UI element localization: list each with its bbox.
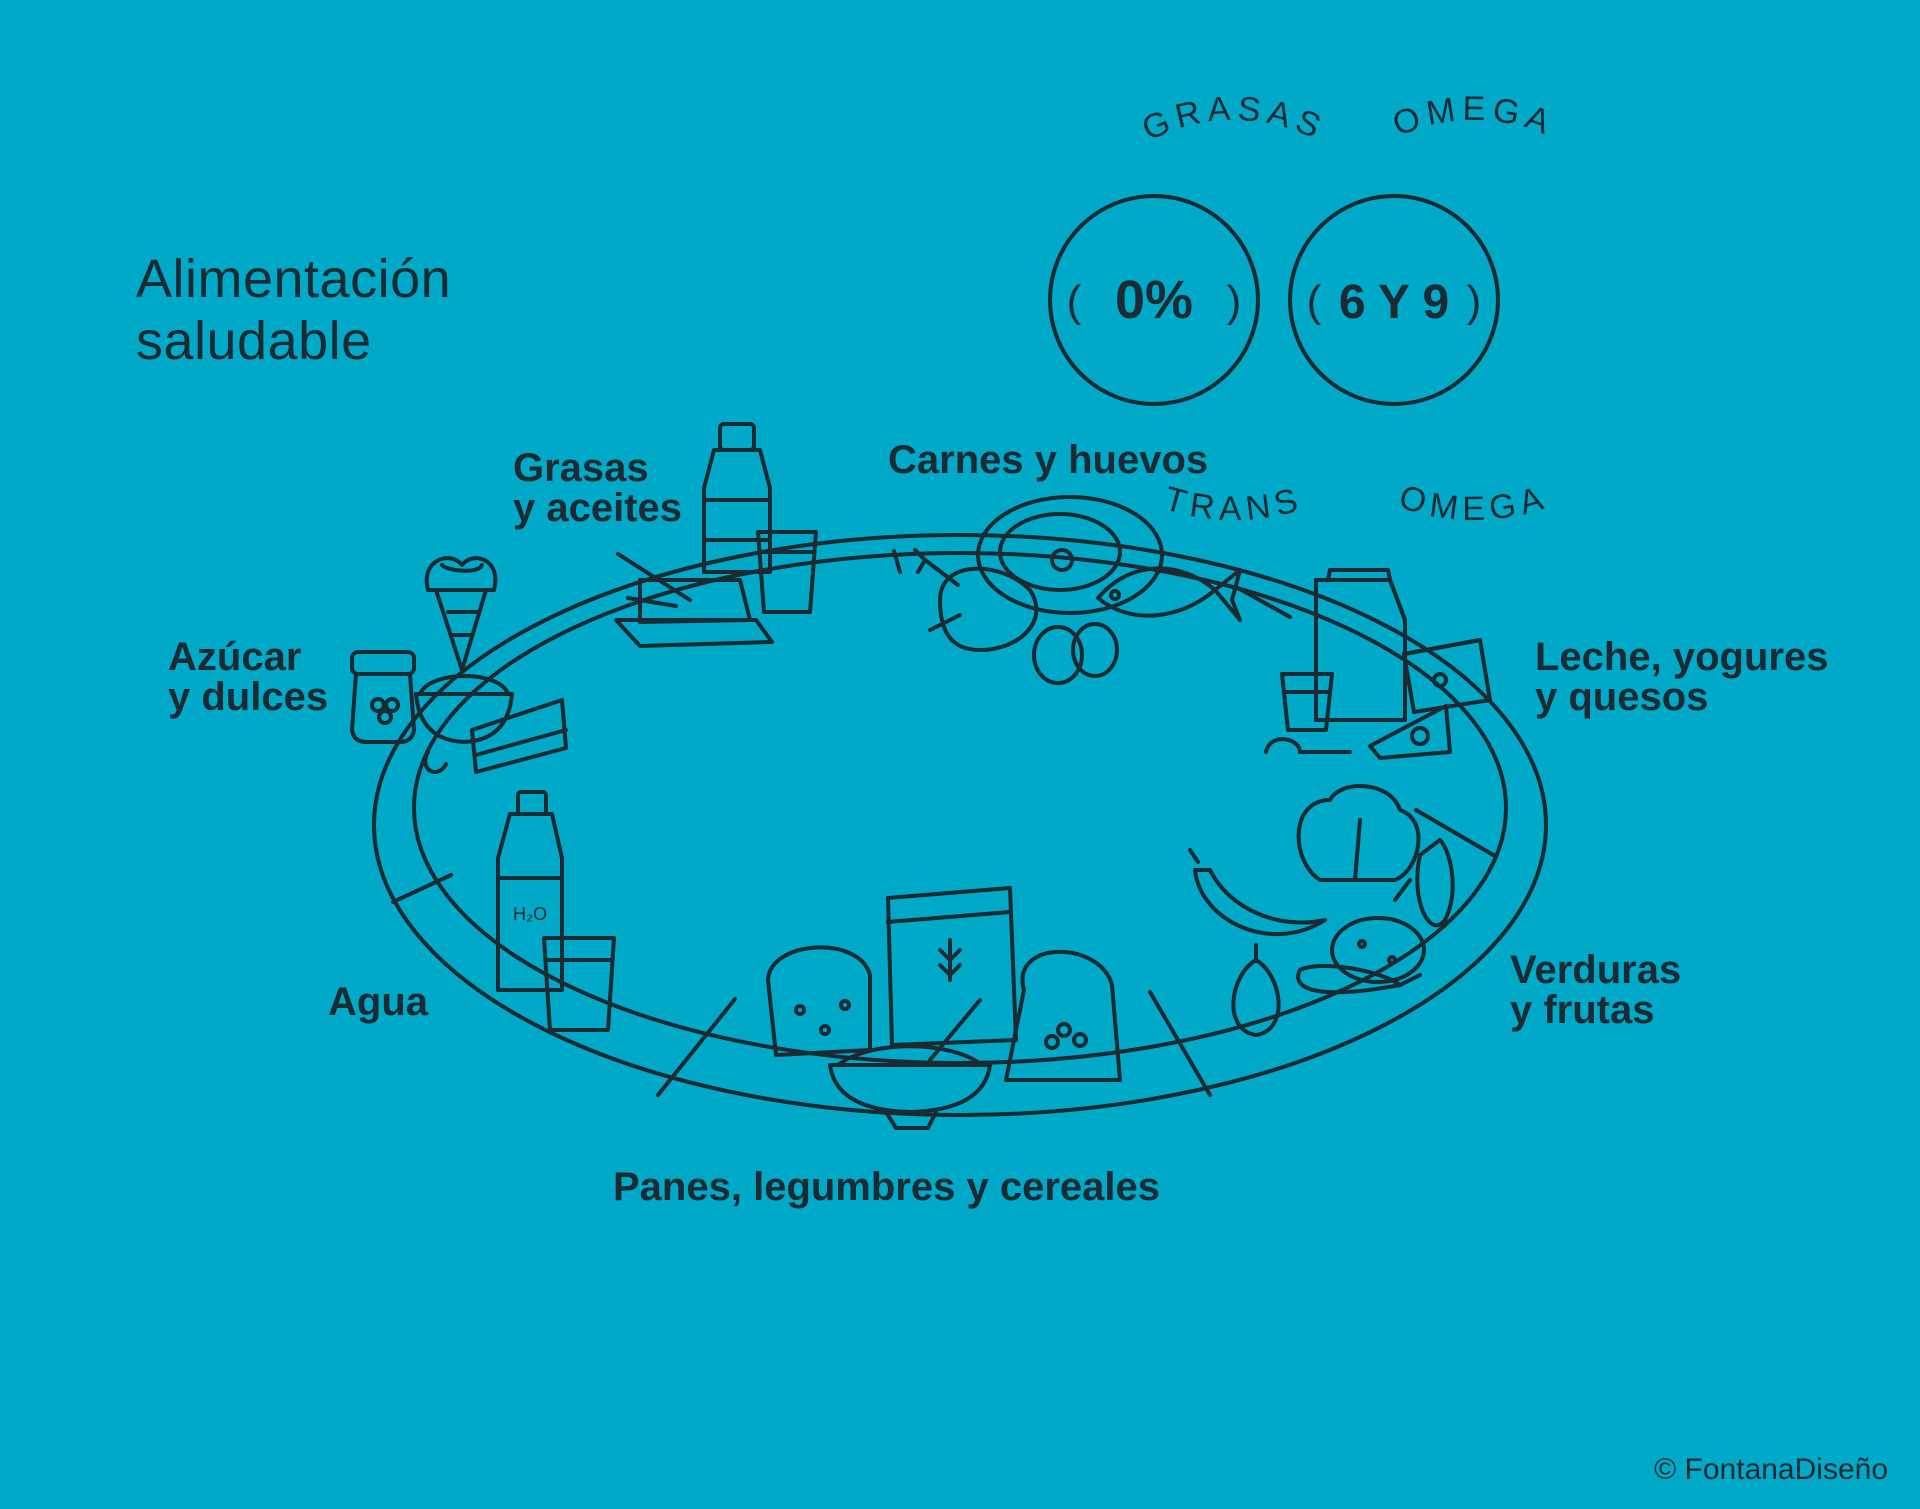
- credit-text: © FontanaDiseño: [1654, 1453, 1888, 1486]
- eggs-icon: [1032, 622, 1119, 685]
- label-verduras-y-frutas: Verduras y frutas: [1510, 948, 1682, 1032]
- jar-icon: [350, 650, 416, 744]
- badge-omega: [1288, 194, 1500, 406]
- title-line-2: saludable: [136, 311, 372, 371]
- cake-slice-icon: [470, 698, 568, 774]
- spoon-icon: [423, 750, 448, 774]
- ham-icon: [976, 495, 1164, 615]
- badge-grasas-right-paren: ): [1227, 277, 1242, 326]
- label-panes-legumbres-cereales: Panes, legumbres y cereales: [613, 1165, 1160, 1209]
- badge-grasas-center: 0%: [1115, 270, 1193, 330]
- chicken-icon: [913, 548, 1039, 652]
- cheese-wedge-icon: [1368, 704, 1452, 760]
- glass-icon: [756, 530, 818, 614]
- badge-omega-left-paren: (: [1307, 277, 1322, 326]
- label-leche-yogures-quesos: Leche, yogures y quesos: [1535, 635, 1829, 719]
- label-azucar-y-dulces: Azúcar y dulces: [168, 635, 329, 719]
- badge-grasas-trans: [1048, 194, 1260, 406]
- badge-omega-right-paren: ): [1467, 277, 1482, 326]
- cheese-wheel-icon: [1402, 638, 1492, 714]
- banana-icon: [1188, 848, 1327, 937]
- water-bottle-label: H₂O: [513, 904, 547, 924]
- water-glass-icon: [542, 936, 616, 1032]
- badge-omega-center: 6 Y 9: [1339, 276, 1449, 329]
- corn-icon: [1393, 838, 1455, 928]
- pasta-bowl-icon: [828, 998, 992, 1130]
- title-line-1: Alimentación: [136, 249, 452, 309]
- ice-cream-icon: [424, 556, 498, 672]
- pear-icon: [1231, 943, 1281, 1037]
- potato-icon: [1330, 916, 1426, 984]
- label-carnes-y-huevos: Carnes y huevos: [888, 438, 1209, 482]
- carrot-icon: [1296, 963, 1422, 995]
- label-agua: Agua: [328, 980, 428, 1024]
- fish-icon: [1096, 566, 1242, 622]
- dairy-spoon-icon: [1264, 737, 1352, 754]
- dessert-bowl-icon: [414, 674, 514, 744]
- badge-grasas-left-paren: (: [1067, 277, 1082, 326]
- bread-loaf-icon: [766, 945, 872, 1057]
- grain-sack-icon: [1004, 949, 1122, 1082]
- page-title: Alimentación saludable: [136, 248, 451, 372]
- lettuce-icon: [1296, 784, 1421, 882]
- label-grasas-y-aceites: Grasas y aceites: [513, 446, 683, 530]
- water-bottle-icon: [496, 790, 564, 992]
- butter-icon: [614, 552, 774, 648]
- yogurt-cup-icon: [1280, 672, 1334, 732]
